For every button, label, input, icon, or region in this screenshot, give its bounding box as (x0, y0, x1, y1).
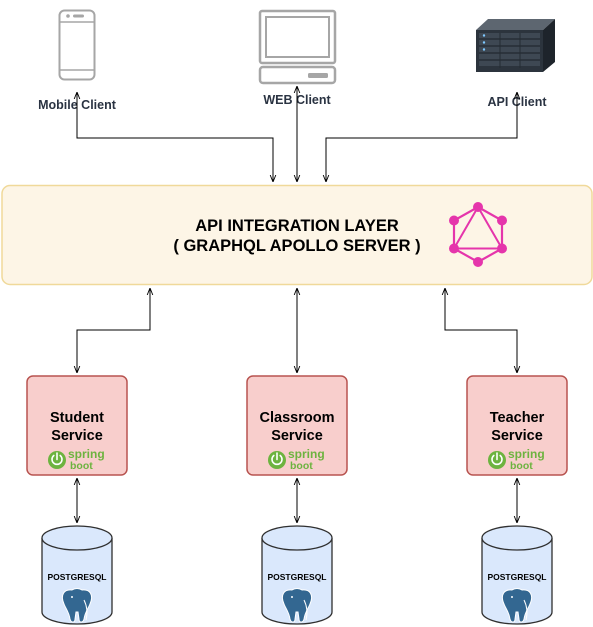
integration-layer-box (1, 184, 593, 286)
postgresql-elephant-icon (501, 588, 533, 623)
database-label-student: POSTGRESQL (47, 572, 106, 582)
connector-layer-teacher (445, 288, 517, 373)
connector-api-layer (326, 92, 517, 182)
integration-layer-title: API INTEGRATION LAYER (195, 217, 399, 235)
service-name-student: Student (50, 410, 104, 426)
service-type-student: Service (51, 428, 103, 444)
service-name-teacher: Teacher (490, 410, 545, 426)
spring-badge-bottom: boot (70, 460, 93, 472)
service-box-teacher: Teacher Service spring boot (466, 375, 568, 476)
database-cylinder-student: POSTGRESQL (41, 525, 113, 625)
desktop-computer-icon (258, 9, 337, 85)
service-name-classroom: Classroom (260, 410, 335, 426)
database-label-classroom: POSTGRESQL (267, 572, 326, 582)
spring-badge-bottom: boot (290, 460, 313, 472)
spring-boot-logo-icon: spring boot (488, 447, 545, 472)
spring-boot-logo-icon: spring boot (48, 447, 105, 472)
server-rack-icon (476, 19, 555, 72)
spring-badge-top: spring (288, 447, 325, 461)
database-cylinder-teacher: POSTGRESQL (481, 525, 553, 625)
mobile-phone-icon (58, 9, 96, 81)
service-box-student: Student Service spring boot (26, 375, 128, 476)
database-label-teacher: POSTGRESQL (487, 572, 546, 582)
integration-layer-subtitle: ( GRAPHQL APOLLO SERVER ) (173, 237, 420, 255)
postgresql-elephant-icon (281, 588, 313, 623)
connector-layer-student (77, 288, 150, 373)
spring-badge-top: spring (68, 447, 105, 461)
postgresql-elephant-icon (61, 588, 93, 623)
spring-boot-logo-icon: spring boot (268, 447, 325, 472)
spring-badge-top: spring (508, 447, 545, 461)
graphql-logo-icon (449, 202, 507, 267)
service-type-teacher: Service (491, 428, 543, 444)
service-type-classroom: Service (271, 428, 323, 444)
service-box-classroom: Classroom Service spring boot (246, 375, 348, 476)
connector-mobile-layer (77, 92, 273, 182)
database-cylinder-classroom: POSTGRESQL (261, 525, 333, 625)
spring-badge-bottom: boot (510, 460, 533, 472)
